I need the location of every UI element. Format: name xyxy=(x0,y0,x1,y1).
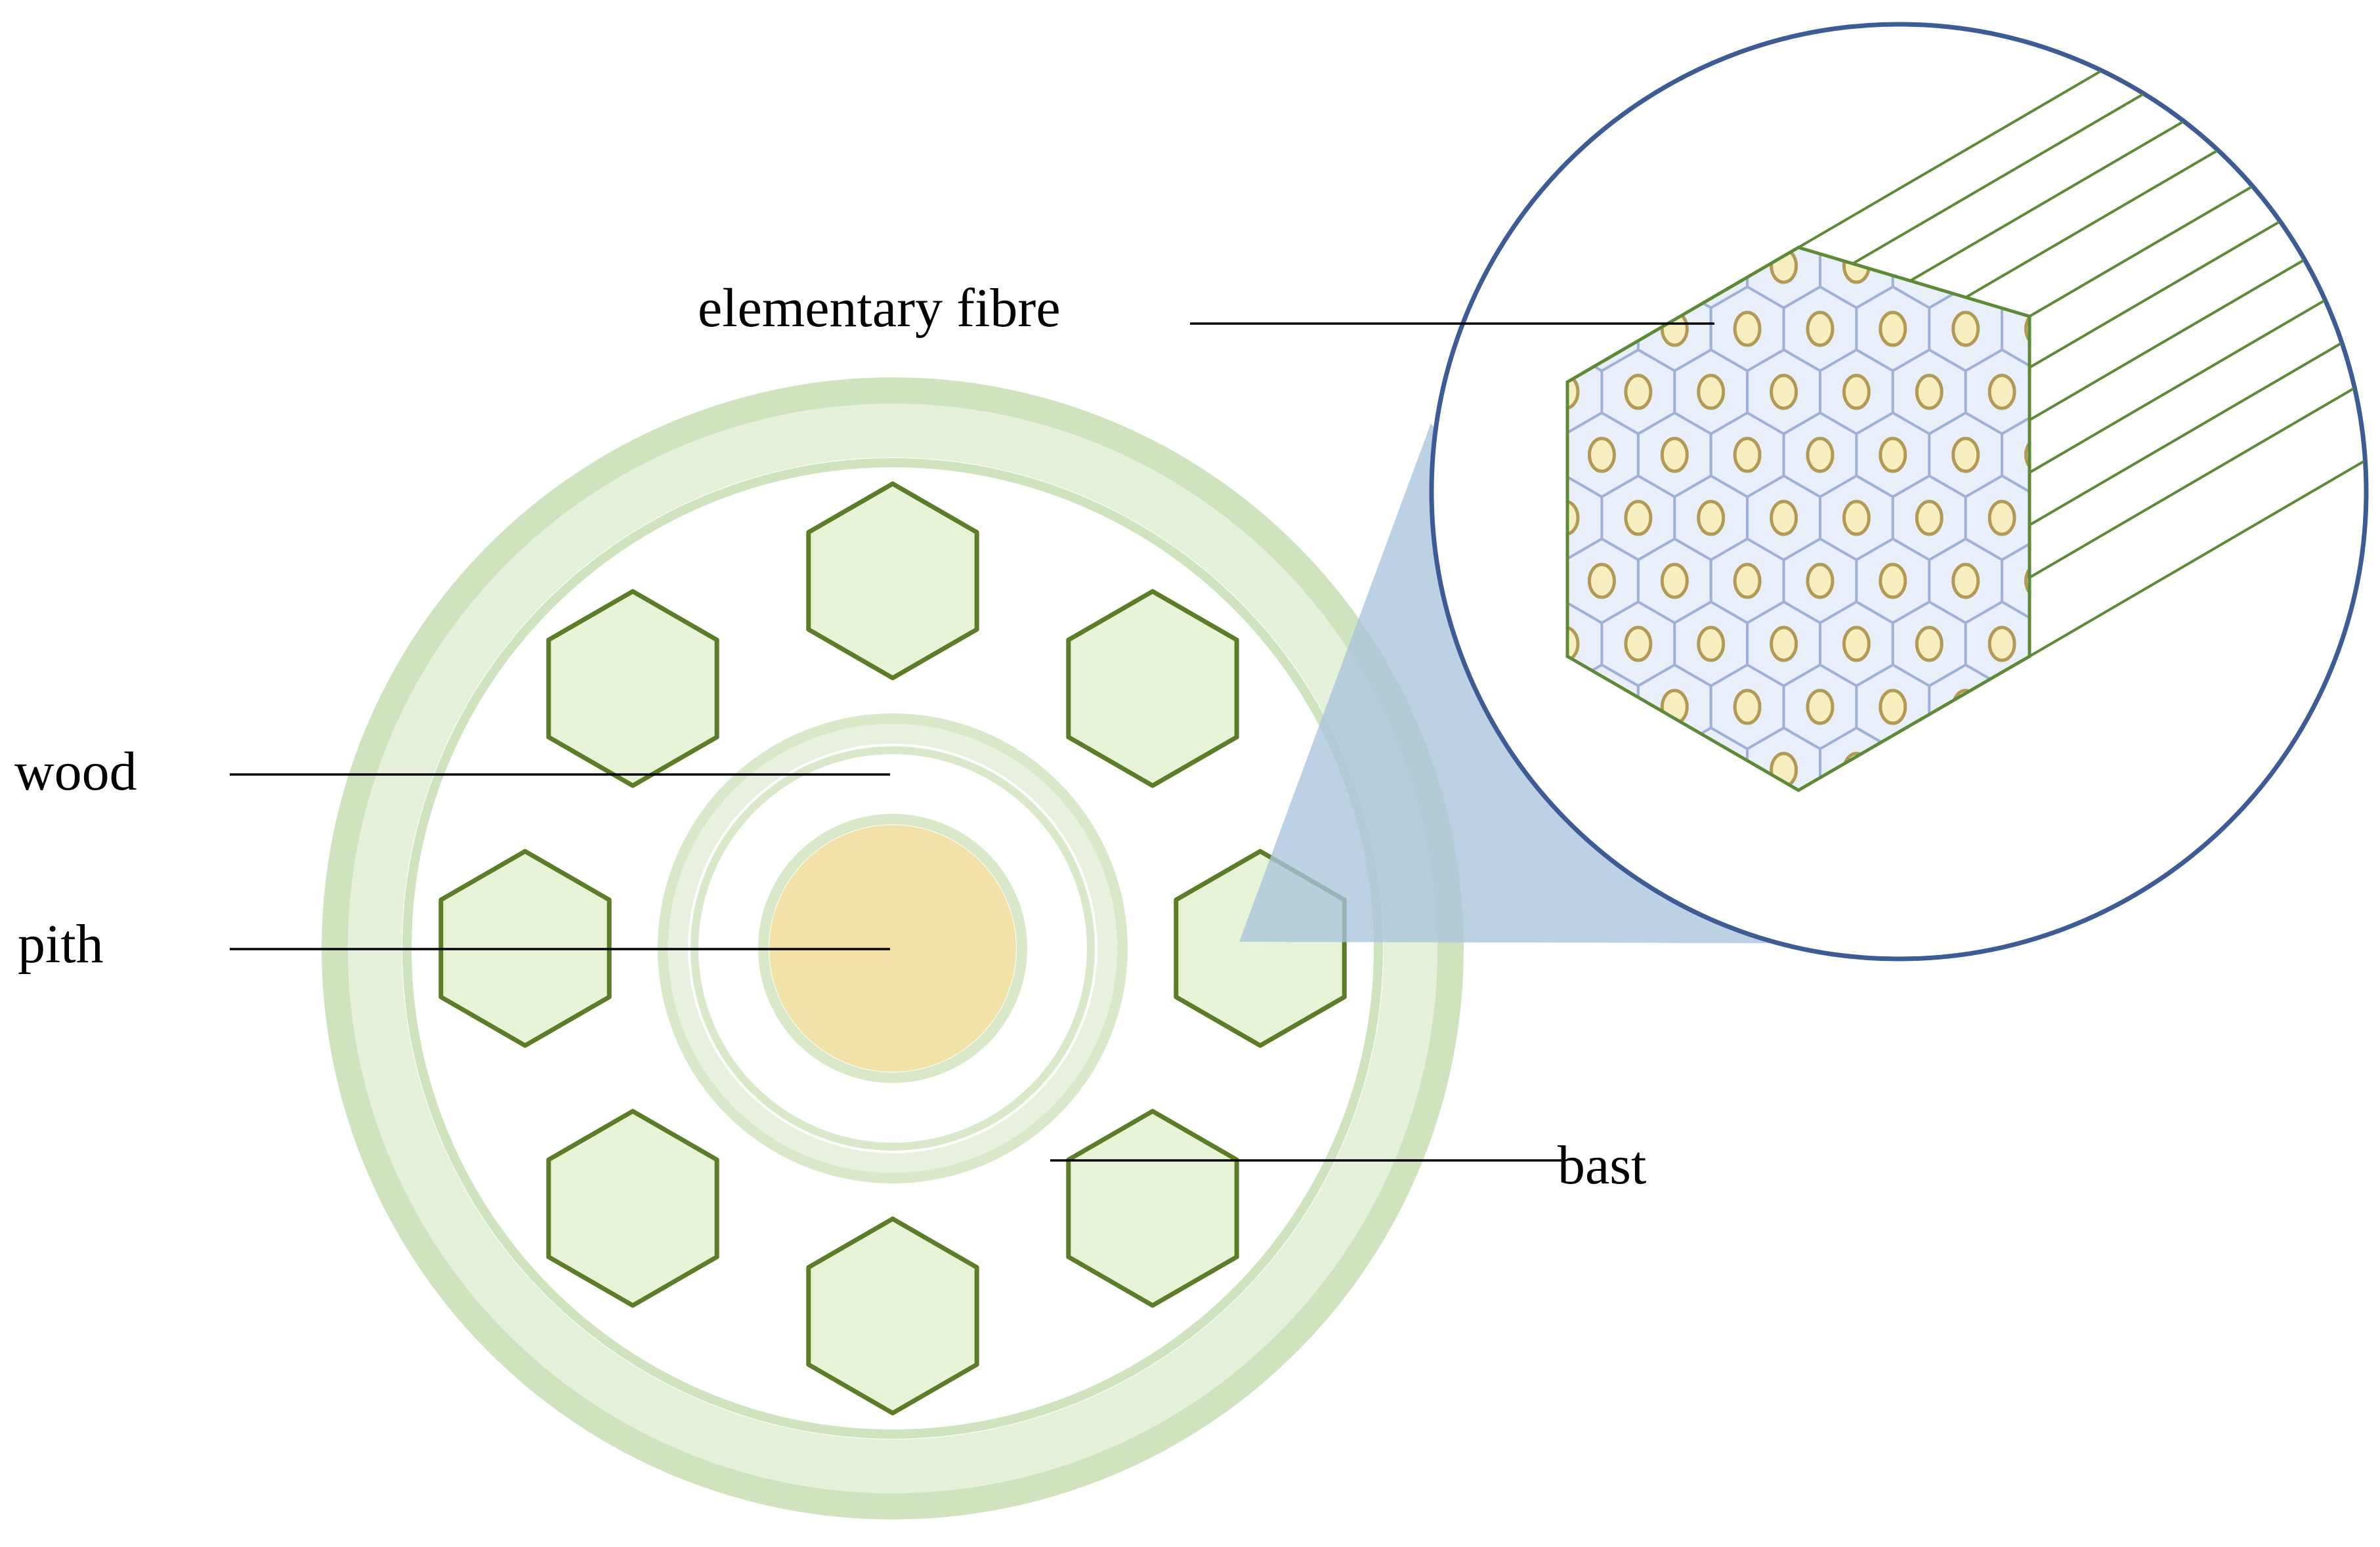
fibre-line xyxy=(2028,460,2365,658)
fibre-bundle-hexagon xyxy=(546,589,719,788)
fibre-lumen xyxy=(1987,373,2016,410)
fibre-lumen xyxy=(1697,499,1726,536)
fibre-lines xyxy=(1797,70,2365,658)
fibre-lumen xyxy=(1987,499,2016,536)
fibre-lumen xyxy=(1770,373,1798,410)
fibre-line xyxy=(1797,70,2101,249)
fibre-lumen xyxy=(1567,373,1580,410)
fibre-lumen xyxy=(1733,689,1762,725)
fibre-line xyxy=(1909,121,2184,282)
fibre-line xyxy=(2028,186,2253,318)
fibre-lumen xyxy=(1879,562,1907,599)
fibre-lumen xyxy=(1624,373,1653,410)
fibre-lumen xyxy=(1624,499,1653,536)
fibre-lumen xyxy=(1915,373,1944,410)
fibre-lumen xyxy=(1660,436,1689,473)
fibre-lumen xyxy=(1806,310,1835,347)
fibre-line xyxy=(2028,342,2342,526)
fibre-cell xyxy=(2001,537,2029,625)
label-wood: wood xyxy=(14,741,137,802)
pith xyxy=(769,825,1016,1072)
fibre-line xyxy=(2028,221,2280,369)
label-pith: pith xyxy=(18,914,104,975)
fibre-lumen xyxy=(2024,310,2029,347)
fibre-lumen xyxy=(1587,562,1616,599)
fibre-lumen xyxy=(1842,625,1871,662)
leader-lines xyxy=(230,322,1714,1162)
fibre-lumen xyxy=(2024,562,2029,599)
fibre-line xyxy=(2028,259,2305,421)
fibre-bundle-hexagon xyxy=(1066,589,1239,788)
fibre-line xyxy=(2028,299,2325,474)
fibre-lumen xyxy=(1842,373,1871,410)
fibre-lumen xyxy=(1879,689,1907,725)
fibre-lumen xyxy=(1915,499,1944,536)
fibre-lumen xyxy=(1806,689,1835,725)
bundle-face-outline xyxy=(1565,245,2031,792)
fibre-bundle-hexagon xyxy=(806,481,979,681)
fibre-lumen xyxy=(1842,499,1871,536)
fibre-line xyxy=(2028,387,2354,579)
fibre-lumen xyxy=(1697,625,1726,662)
fibre-lumen xyxy=(1806,436,1835,473)
fibre-lumen xyxy=(1660,562,1689,599)
fibre-bundle-hexagon xyxy=(546,1109,719,1308)
fibre-lumen xyxy=(2024,436,2029,473)
fibre-lumen xyxy=(1770,625,1798,662)
fibre-line xyxy=(1965,150,2218,299)
fibre-lumen xyxy=(1567,625,1580,662)
fibre-line xyxy=(1851,93,2144,265)
fibre-lumen xyxy=(1733,562,1762,599)
label-bast: bast xyxy=(1558,1135,1647,1196)
fibre-lumen xyxy=(1951,436,1980,473)
fibre-lumen xyxy=(1733,436,1762,473)
fibre-lumen xyxy=(1951,562,1980,599)
fibre-lumen xyxy=(1915,625,1944,662)
fibre-lumen xyxy=(1951,310,1980,347)
fibre-lumen xyxy=(1567,499,1580,536)
fibre-bundle-hexagon xyxy=(806,1216,979,1416)
fibre-lumen xyxy=(1587,436,1616,473)
fibre-lumen xyxy=(1624,625,1653,662)
fibre-lumen xyxy=(1987,625,2016,662)
fibre-lumen xyxy=(1879,310,1907,347)
fibre-bundle-hexagon xyxy=(1066,1109,1239,1308)
fibre-lumen xyxy=(1879,436,1907,473)
fibre-lumen xyxy=(1806,562,1835,599)
fibre-lumen xyxy=(1697,373,1726,410)
fibre-cell xyxy=(2001,411,2029,499)
fibre-lumen xyxy=(1733,310,1762,347)
label-elementary-fibre: elementary fibre xyxy=(698,278,1061,339)
fibre-lumen xyxy=(1770,499,1798,536)
